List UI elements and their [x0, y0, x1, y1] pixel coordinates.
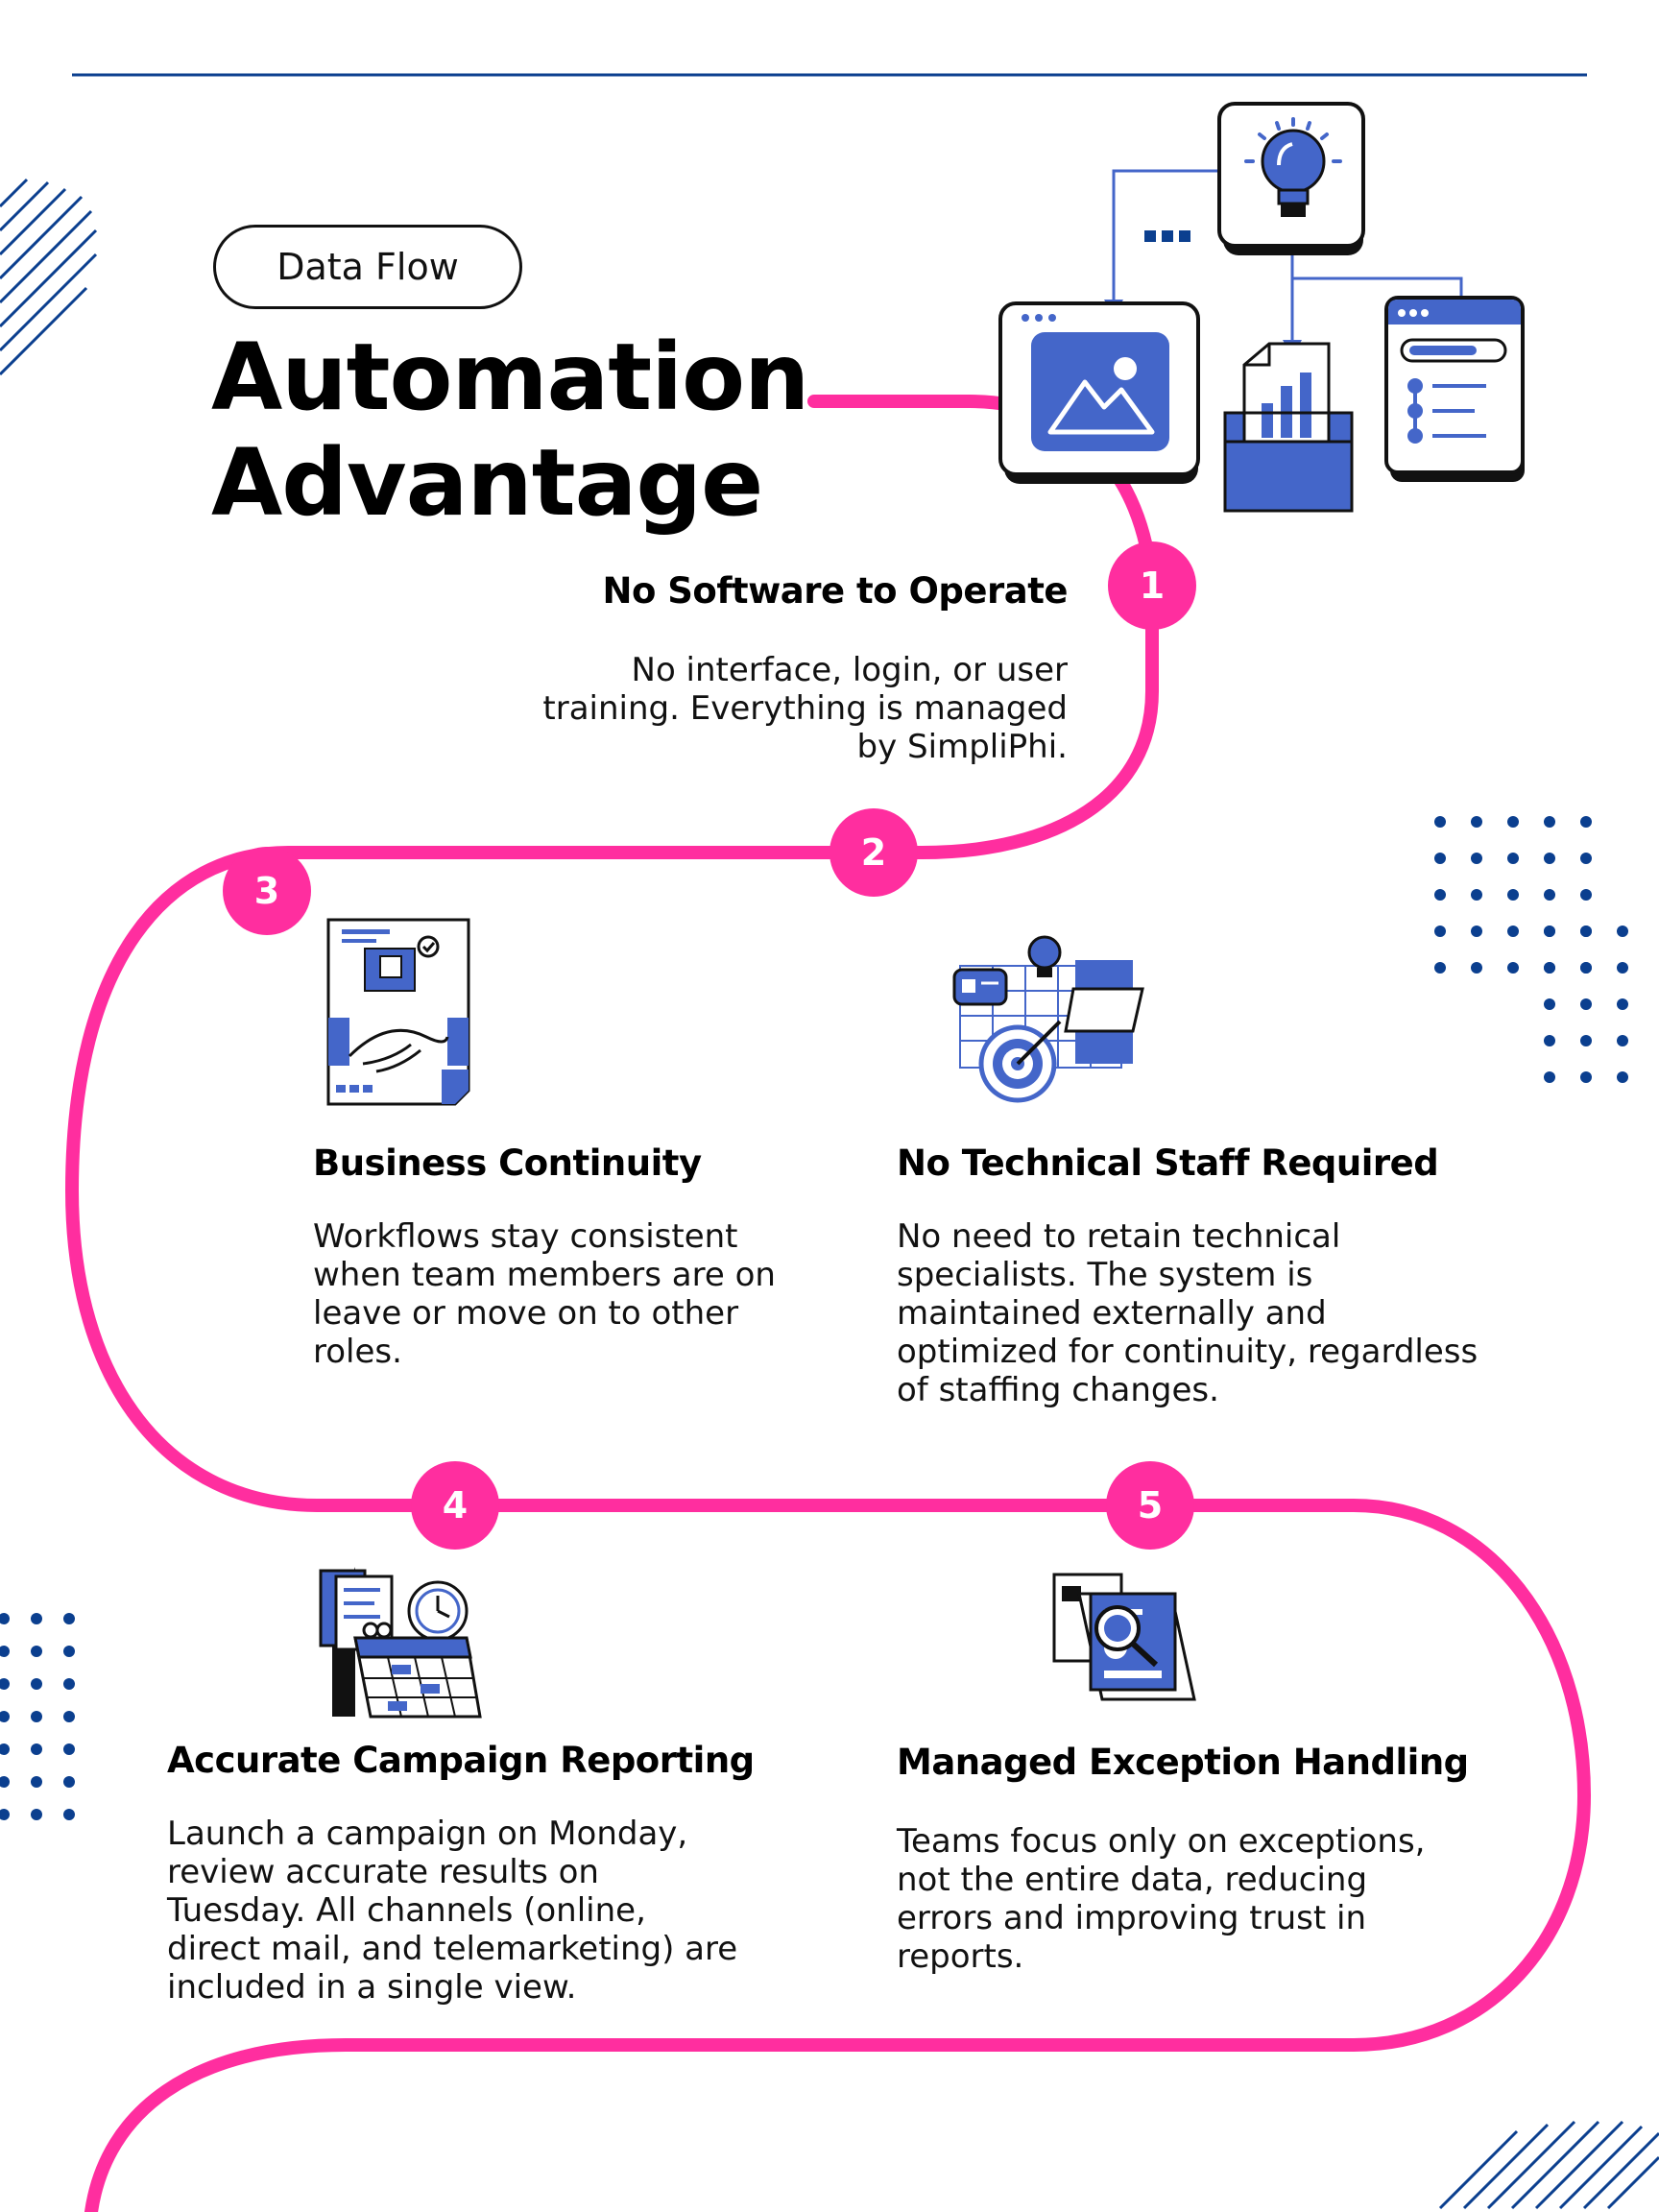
decor-dot	[1507, 926, 1519, 937]
decor-dot	[63, 1776, 75, 1788]
decor-dot	[0, 1613, 10, 1624]
page-title-line2: Advantage	[211, 429, 763, 537]
decor-dot	[31, 1776, 42, 1788]
decor-dot	[1544, 998, 1555, 1010]
decor-dot	[0, 1776, 10, 1788]
decor-dot	[0, 1646, 10, 1657]
decor-dot	[31, 1809, 42, 1820]
decor-dot	[1580, 889, 1592, 901]
step-1-title: No Software to Operate	[602, 570, 1068, 612]
document-search-icon	[1052, 1573, 1196, 1701]
page-title: Automation Advantage	[211, 325, 883, 536]
decor-dot	[1617, 962, 1628, 974]
step-1-text: No interface, login, or user training. E…	[542, 651, 1068, 766]
decor-dot	[1434, 926, 1446, 937]
step-4-badge: 4	[411, 1461, 499, 1550]
checklist-window-icon	[1384, 296, 1525, 482]
decor-dot	[63, 1646, 75, 1657]
decor-dot	[1471, 889, 1482, 901]
decor-dot	[0, 1678, 10, 1690]
decor-dot	[1580, 816, 1592, 828]
decor-dot	[1617, 1035, 1628, 1046]
decor-dot	[1507, 816, 1519, 828]
step-3-title: Business Continuity	[313, 1142, 702, 1184]
bar-chart-document-icon	[1223, 342, 1354, 513]
decor-dot	[1580, 1035, 1592, 1046]
decor-dot	[31, 1678, 42, 1690]
decor-dot	[63, 1711, 75, 1722]
target-strategy-icon	[952, 935, 1144, 1103]
data-flow-tag-label: Data Flow	[276, 246, 459, 288]
decor-dot	[1544, 1071, 1555, 1083]
decor-dot	[1544, 1035, 1555, 1046]
decor-dot	[63, 1809, 75, 1820]
step-1-badge: 1	[1108, 541, 1196, 630]
decor-dot	[0, 1711, 10, 1722]
decor-dot	[31, 1646, 42, 1657]
decor-dot	[0, 1743, 10, 1755]
decor-dot	[1580, 998, 1592, 1010]
decor-dot	[1580, 853, 1592, 864]
dot-grid-right	[1434, 816, 1628, 1083]
decor-dot	[1617, 926, 1628, 937]
decor-dot	[31, 1743, 42, 1755]
calendar-clock-icon	[319, 1567, 482, 1719]
decor-dot	[1471, 816, 1482, 828]
step-4-title: Accurate Campaign Reporting	[167, 1740, 755, 1781]
decor-dot	[1507, 889, 1519, 901]
decor-dot	[1471, 853, 1482, 864]
decor-dot	[1434, 816, 1446, 828]
image-window-icon	[998, 301, 1200, 484]
decor-dot	[31, 1711, 42, 1722]
technical-staff-text: No need to retain technical specialists.…	[897, 1217, 1479, 1409]
decor-dot	[1434, 853, 1446, 864]
decor-dot	[1434, 889, 1446, 901]
step-5-badge: 5	[1106, 1461, 1194, 1550]
page-title-line1: Automation	[211, 324, 809, 431]
step-5-text: Teams focus only on exceptions, not the …	[897, 1822, 1426, 1976]
decor-dot	[1544, 889, 1555, 901]
decor-dot	[1580, 1071, 1592, 1083]
decor-dot	[1471, 962, 1482, 974]
decor-dot	[1617, 1071, 1628, 1083]
step-4-text: Launch a campaign on Monday, review accu…	[167, 1815, 738, 2007]
decor-dot	[1580, 926, 1592, 937]
decor-dot	[1544, 962, 1555, 974]
decor-dot	[63, 1613, 75, 1624]
flow-path	[64, 395, 1592, 2212]
decor-dot	[1544, 816, 1555, 828]
handshake-document-icon	[326, 918, 470, 1106]
data-flow-tag: Data Flow	[213, 225, 522, 309]
hatch-pattern-bottom-right	[1438, 2120, 1659, 2210]
decor-dot	[1507, 853, 1519, 864]
step-3-text: Workflows stay consistent when team memb…	[313, 1217, 776, 1371]
step-2-badge: 2	[830, 808, 918, 897]
decor-dot	[1617, 998, 1628, 1010]
decor-dot	[0, 1809, 10, 1820]
lightbulb-icon	[1217, 102, 1365, 255]
decor-dot	[1471, 926, 1482, 937]
decor-dot	[1507, 962, 1519, 974]
decor-dot	[1544, 926, 1555, 937]
decor-dot	[1434, 962, 1446, 974]
decor-dot	[1580, 962, 1592, 974]
hatch-pattern-top-left	[0, 178, 98, 376]
decor-dot	[1544, 853, 1555, 864]
decor-dot	[63, 1678, 75, 1690]
step-5-title: Managed Exception Handling	[897, 1742, 1469, 1783]
decor-dot	[31, 1613, 42, 1624]
dot-grid-left	[0, 1613, 75, 1820]
decor-dot	[63, 1743, 75, 1755]
technical-staff-title: No Technical Staff Required	[897, 1142, 1439, 1184]
step-3-badge: 3	[223, 847, 311, 935]
